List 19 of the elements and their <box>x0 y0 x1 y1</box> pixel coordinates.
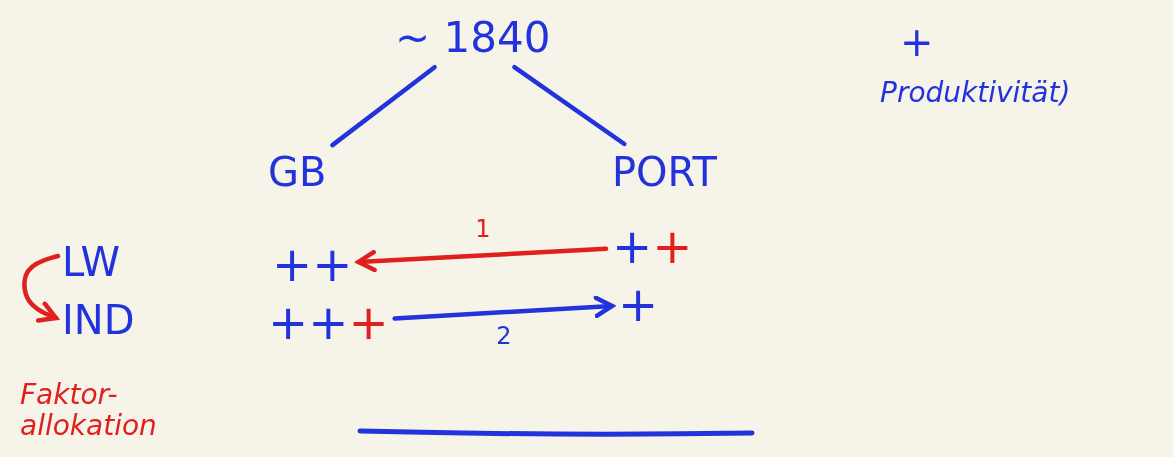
arrow <box>392 295 615 321</box>
note-text: Produktivität) <box>880 78 1071 109</box>
year-label: ~ 1840 <box>395 15 551 62</box>
arrow <box>22 253 61 323</box>
plus-sign: + <box>652 220 693 273</box>
connector-line <box>512 64 627 147</box>
plus-sign: + <box>900 20 934 64</box>
sector-label: LW <box>62 240 121 284</box>
plus-sign: ++ <box>268 296 349 349</box>
sector-label: IND <box>62 298 135 342</box>
connector-line <box>330 64 437 148</box>
country-label: PORT <box>612 150 717 194</box>
note-text: Faktor-allokation <box>20 380 158 442</box>
plus-sign: + <box>618 278 659 331</box>
country-label: GB <box>268 150 327 194</box>
plus-signs: ++ <box>272 238 353 291</box>
arrow <box>356 246 609 273</box>
plus-sign: + <box>612 220 653 273</box>
plus-sign: + <box>348 296 389 349</box>
